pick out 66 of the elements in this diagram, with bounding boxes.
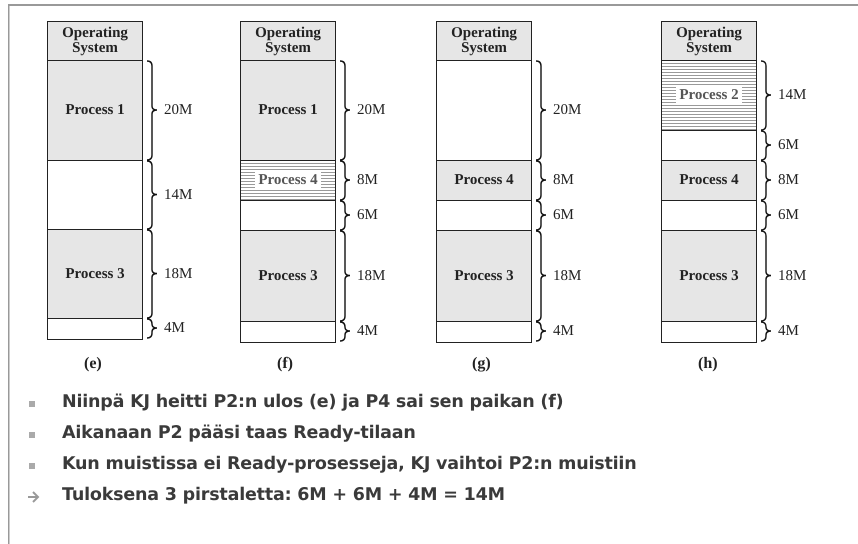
process-block: [436, 230, 532, 322]
column-caption: (h): [698, 355, 718, 373]
process-block: [240, 60, 336, 162]
size-label: 6M: [778, 207, 799, 223]
segment-label: Process 4: [679, 172, 739, 190]
os-block: [661, 21, 757, 62]
process-block: [661, 160, 757, 202]
bullet-text: Kun muistissa ei Ready-prosesseja, KJ vaihtoi P2:n muistiin: [62, 454, 636, 474]
process-block: [47, 60, 143, 162]
segment-label: Process 1: [258, 102, 318, 120]
segment-label: Operating System: [61, 26, 129, 56]
os-block: [436, 21, 532, 62]
free-block: [240, 200, 336, 232]
size-label: 14M: [778, 87, 806, 103]
segment-label: Operating System: [254, 26, 322, 56]
size-label: 8M: [357, 172, 378, 188]
free-block: [661, 200, 757, 232]
size-label: 18M: [553, 268, 582, 284]
free-block: [436, 60, 532, 162]
segment-label: Process 3: [65, 266, 125, 283]
segment-label: Operating System: [450, 26, 518, 56]
segment-label: Process 3: [679, 268, 739, 285]
segment-label: Process 4: [454, 172, 514, 190]
column-caption: (g): [472, 355, 491, 373]
size-label: 20M: [357, 102, 386, 118]
os-block: [47, 21, 143, 62]
size-label: 20M: [164, 102, 192, 118]
bullet-text: Aikanaan P2 pääsi taas Ready-tilaan: [62, 423, 416, 443]
column-caption: (f): [277, 355, 293, 373]
size-label: 4M: [164, 320, 185, 336]
column-caption: (e): [84, 355, 102, 373]
size-label: 4M: [778, 323, 799, 339]
hatched-process-block: [240, 160, 336, 202]
segment-label: Process 3: [454, 268, 514, 285]
segment-label: Process 1: [65, 102, 125, 120]
bullet-text: Niinpä KJ heitti P2:n ulos (e) ja P4 sai sen paikan (f): [62, 392, 564, 412]
size-label: 6M: [778, 137, 799, 153]
free-block: [47, 160, 143, 230]
process-block: [436, 160, 532, 202]
segment-label: Process 3: [258, 268, 318, 285]
size-label: 8M: [553, 172, 574, 188]
process-block: [240, 230, 336, 322]
free-block: [436, 200, 532, 232]
free-block: [661, 321, 757, 342]
size-label: 4M: [553, 323, 574, 339]
bullet-text: Tuloksena 3 pirstaletta: 6M + 6M + 4M = 14M: [62, 485, 505, 505]
os-block: [240, 21, 336, 62]
process-block: [47, 229, 143, 320]
size-label: 18M: [164, 266, 192, 282]
free-block: [240, 321, 336, 342]
hatched-process-block: [661, 60, 757, 132]
size-label: 18M: [778, 268, 806, 284]
process-block: [661, 230, 757, 322]
size-label: 8M: [778, 172, 799, 188]
segment-label: Process 4: [255, 172, 321, 190]
free-block: [47, 318, 143, 340]
size-label: 6M: [553, 207, 574, 223]
size-label: 14M: [164, 186, 192, 202]
segment-label: Operating System: [675, 26, 743, 56]
free-block: [436, 321, 532, 342]
free-block: [661, 130, 757, 162]
size-label: 6M: [357, 207, 378, 223]
size-label: 4M: [357, 323, 378, 339]
size-label: 20M: [553, 102, 582, 118]
segment-label: Process 2: [676, 87, 742, 104]
size-label: 18M: [357, 268, 386, 284]
